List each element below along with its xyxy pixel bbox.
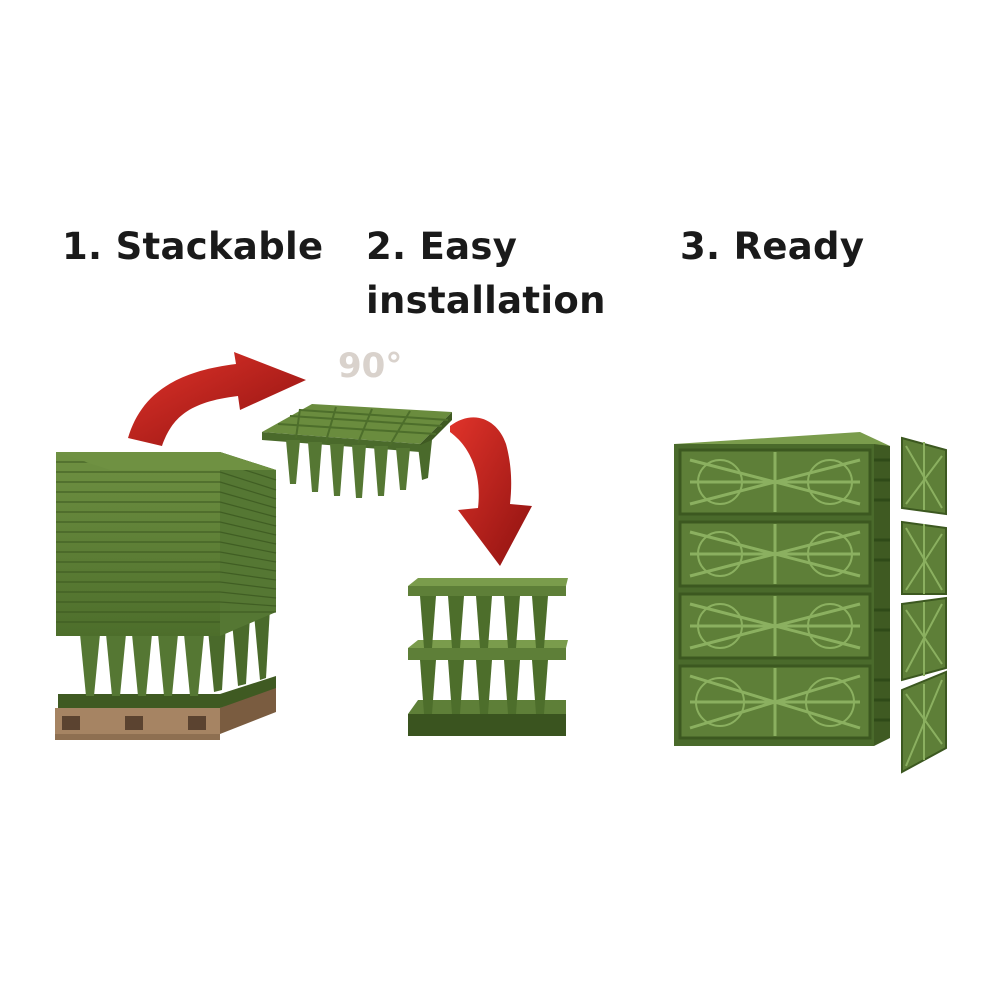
crate-tier-1 — [678, 448, 872, 516]
step-1-title: 1. Stackable — [62, 225, 324, 268]
stacked-units-on-pallet — [55, 452, 277, 740]
red-arrow-1-icon — [128, 352, 306, 446]
side-panel-1 — [901, 436, 947, 516]
side-panels — [901, 436, 947, 774]
rotation-angle-label: 90° — [338, 346, 403, 386]
installed-units — [408, 578, 568, 736]
red-arrow-2-icon — [450, 417, 532, 566]
side-panel-4 — [901, 670, 947, 774]
side-panel-3 — [901, 596, 947, 682]
cone-legs — [80, 608, 270, 696]
wooden-pallet — [55, 686, 276, 740]
crate-tier-2 — [678, 520, 872, 588]
rotating-unit — [262, 404, 452, 498]
assembled-crate-stack — [674, 432, 890, 746]
crate-tier-3 — [678, 592, 872, 660]
side-panel-2 — [901, 520, 947, 595]
step-2-title: 2. Easy installation — [366, 225, 606, 322]
step-3-title: 3. Ready — [680, 225, 865, 268]
crate-tier-4 — [678, 664, 872, 740]
